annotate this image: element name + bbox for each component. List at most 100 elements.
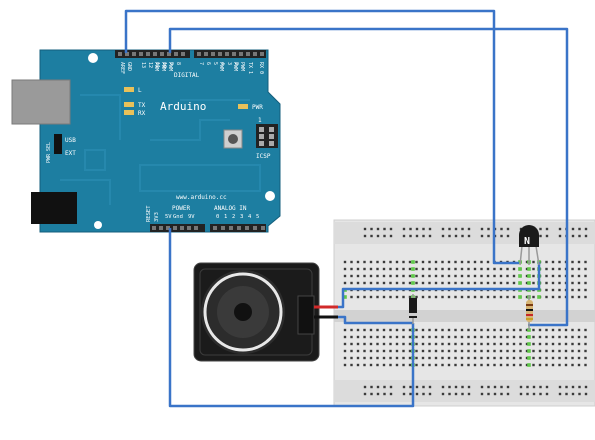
header-pin[interactable]	[246, 52, 250, 56]
breadboard-hole	[467, 356, 470, 360]
breadboard-hole	[363, 274, 366, 278]
breadboard-hole	[512, 349, 516, 353]
header-pin[interactable]	[125, 52, 129, 56]
breadboard-hole	[363, 335, 366, 339]
header-pin[interactable]	[260, 52, 264, 56]
header-pin[interactable]	[245, 226, 249, 230]
breadboard-hole	[473, 349, 477, 353]
breadboard-hole	[448, 392, 451, 396]
breadboard-hole	[532, 267, 535, 271]
bottom-pin-label: 0	[216, 214, 219, 220]
breadboard-hole	[473, 335, 477, 339]
breadboard-hole	[402, 328, 405, 332]
header-pin[interactable]	[253, 52, 257, 56]
power-jack-icon	[31, 192, 77, 224]
bottom-header-pins	[152, 226, 265, 230]
breadboard-hole	[415, 267, 418, 271]
breadboard-hole	[356, 335, 360, 339]
breadboard-hole	[486, 342, 490, 346]
breadboard-hole	[441, 335, 444, 339]
header-pin[interactable]	[261, 226, 265, 230]
header-pin[interactable]	[232, 52, 236, 56]
header-pin[interactable]	[213, 226, 217, 230]
breadboard-hole	[545, 349, 548, 353]
breadboard-hole	[376, 295, 379, 299]
breadboard-hole	[454, 349, 457, 353]
breadboard-hole	[571, 295, 574, 299]
breadboard-hole	[447, 356, 451, 360]
header-pin[interactable]	[159, 226, 163, 230]
header-pin[interactable]	[160, 52, 164, 56]
breadboard-hole	[506, 356, 509, 360]
breadboard-hole	[415, 328, 418, 332]
breadboard-hole	[382, 342, 386, 346]
breadboard-hole	[480, 234, 484, 238]
breadboard-hole	[564, 342, 568, 346]
breadboard-hole	[473, 363, 477, 367]
website-label: www.arduino.cc	[176, 194, 227, 201]
header-pin[interactable]	[229, 226, 233, 230]
breadboard-hole	[428, 295, 431, 299]
npn-transistor-icon: N	[519, 225, 540, 266]
header-pin[interactable]	[167, 52, 171, 56]
breadboard-hole	[577, 349, 581, 353]
breadboard-hole	[545, 260, 548, 264]
connected-hole	[518, 267, 522, 271]
breadboard-hole	[395, 363, 399, 367]
header-pin[interactable]	[181, 52, 185, 56]
header-pin[interactable]	[253, 226, 257, 230]
breadboard-hole	[447, 363, 451, 367]
breadboard-hole	[564, 363, 568, 367]
header-pin[interactable]	[221, 226, 225, 230]
pwr-sel-jumper[interactable]	[54, 134, 62, 154]
header-pin[interactable]	[146, 52, 150, 56]
breadboard-hole	[571, 328, 574, 332]
breadboard-hole	[369, 363, 373, 367]
header-pin[interactable]	[118, 52, 122, 56]
header-pin[interactable]	[218, 52, 222, 56]
breadboard-hole	[551, 295, 555, 299]
breadboard-hole	[551, 328, 555, 332]
breadboard-hole	[402, 385, 406, 389]
breadboard-hole	[551, 267, 555, 271]
breadboard-hole	[565, 385, 568, 389]
digital-pin-label: RX 0	[258, 62, 264, 74]
header-pin[interactable]	[187, 226, 191, 230]
header-pin[interactable]	[239, 52, 243, 56]
breadboard-hole	[584, 356, 587, 360]
breadboard-hole	[460, 295, 464, 299]
breadboard-hole	[408, 328, 412, 332]
breadboard-hole	[428, 274, 431, 278]
header-pin[interactable]	[180, 226, 184, 230]
breadboard-hole	[441, 392, 445, 396]
breadboard-hole	[422, 385, 425, 389]
pwm-label: PWM	[239, 62, 245, 71]
header-pin[interactable]	[166, 226, 170, 230]
header-pin[interactable]	[211, 52, 215, 56]
header-pin[interactable]	[173, 226, 177, 230]
breadboard-hole	[395, 349, 399, 353]
header-pin[interactable]	[139, 52, 143, 56]
breadboard-hole	[441, 227, 445, 231]
header-pin[interactable]	[237, 226, 241, 230]
reset-button-icon[interactable]	[223, 129, 243, 149]
header-pin[interactable]	[152, 226, 156, 230]
breadboard-hole	[408, 342, 412, 346]
header-pin[interactable]	[197, 52, 201, 56]
header-pin[interactable]	[194, 226, 198, 230]
breadboard-hole	[461, 234, 464, 238]
header-pin[interactable]	[225, 52, 229, 56]
breadboard-hole	[512, 363, 516, 367]
breadboard-hole	[480, 227, 484, 231]
header-pin[interactable]	[174, 52, 178, 56]
header-pin[interactable]	[153, 52, 157, 56]
header-pin[interactable]	[132, 52, 136, 56]
breadboard-hole	[363, 328, 366, 332]
breadboard-hole	[551, 342, 555, 346]
breadboard-hole	[512, 267, 516, 271]
breadboard-hole	[493, 267, 496, 271]
header-pin[interactable]	[204, 52, 208, 56]
breadboard-hole	[577, 363, 581, 367]
breadboard-hole	[551, 274, 555, 278]
breadboard-hole	[499, 335, 503, 339]
